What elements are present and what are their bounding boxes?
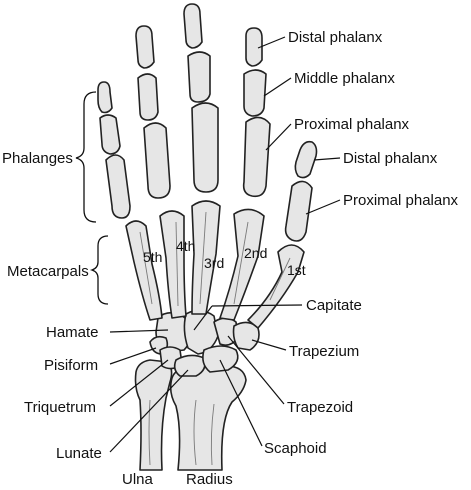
label-trapezoid: Trapezoid	[287, 399, 353, 416]
proximal-phalanx-5	[105, 154, 131, 219]
proximal-phalanx-1	[284, 180, 313, 242]
proximal-phalanx-3	[191, 102, 219, 193]
label-proximal-phalanx-thumb: Proximal phalanx	[343, 192, 459, 209]
metacarpal-4	[159, 210, 187, 319]
metacarpal-number-2nd: 2nd	[244, 245, 267, 261]
proximal-phalanx-2	[242, 116, 271, 198]
metacarpal-number-4th: 4th	[176, 238, 195, 254]
middle-phalanx-2	[243, 69, 267, 117]
label-proximal-phalanx-finger: Proximal phalanx	[294, 116, 410, 133]
label-middle-phalanx: Middle phalanx	[294, 70, 395, 87]
metacarpal-number-1st: 1st	[287, 262, 306, 278]
label-capitate: Capitate	[306, 297, 362, 314]
label-triquetrum: Triquetrum	[24, 399, 96, 416]
middle-phalanx-3	[187, 51, 211, 103]
proximal-phalanges	[105, 102, 313, 242]
radius-bone	[169, 365, 247, 471]
phalanges-brace	[75, 91, 97, 223]
lunate-bone	[173, 354, 206, 377]
label-metacarpals: Metacarpals	[7, 263, 89, 280]
ulna-bone	[134, 359, 173, 471]
distal-phalanx-3	[183, 3, 203, 49]
scaphoid-bone	[202, 345, 239, 373]
metacarpal-5	[125, 220, 163, 321]
metacarpals-brace	[89, 235, 109, 305]
label-hamate: Hamate	[46, 324, 99, 341]
middle-phalanx-4	[137, 73, 159, 121]
label-phalanges: Phalanges	[2, 150, 73, 167]
leader-lines	[109, 36, 341, 453]
proximal-phalanx-4	[143, 122, 171, 199]
label-trapezium: Trapezium	[289, 343, 359, 360]
metacarpal-number-5th: 5th	[143, 249, 162, 265]
distal-phalanx-5	[97, 81, 113, 114]
metacarpal-2	[219, 208, 265, 321]
carpal-bones	[149, 309, 260, 377]
label-radius: Radius	[186, 471, 233, 488]
metacarpal-bones	[125, 200, 305, 329]
label-scaphoid: Scaphoid	[264, 440, 327, 457]
distal-phalanx-2	[245, 27, 263, 67]
label-distal-phalanx-finger: Distal phalanx	[288, 29, 383, 46]
label-pisiform: Pisiform	[44, 357, 98, 374]
metacarpal-number-3rd: 3rd	[204, 255, 224, 271]
middle-phalanx-5	[99, 114, 121, 155]
label-lunate: Lunate	[56, 445, 102, 462]
distal-phalanx-4	[135, 25, 155, 69]
label-distal-phalanx-thumb: Distal phalanx	[343, 150, 438, 167]
distal-phalanges	[97, 3, 318, 179]
distal-phalanx-1	[294, 140, 318, 179]
label-ulna: Ulna	[122, 471, 154, 488]
middle-phalanges	[99, 51, 267, 155]
metacarpal-3	[191, 200, 221, 315]
